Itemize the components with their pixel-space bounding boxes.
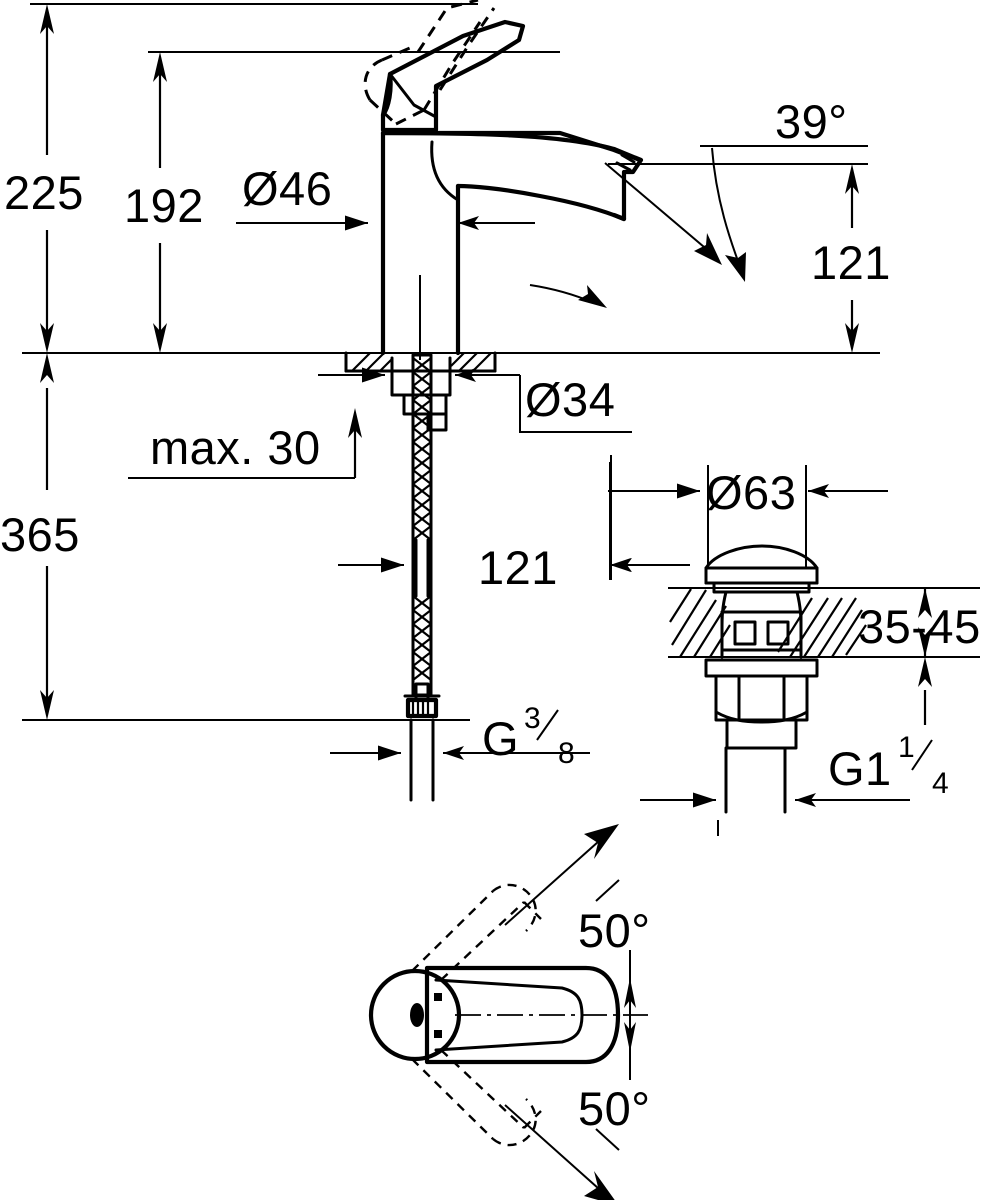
dimension-label-39-degree: 39° (775, 95, 848, 148)
dimension-label-G114-numerator: 1 (898, 731, 915, 764)
dimension-label-192: 192 (124, 179, 204, 232)
dimension-label-121-reach: 121 (478, 541, 558, 594)
dimension-label-225: 225 (4, 166, 84, 219)
dimension-225: 225 (4, 4, 84, 353)
spout-indicator-arrow (529, 284, 607, 308)
dimension-G38: G 3 8 (330, 702, 590, 770)
basin-surface-witness (609, 462, 690, 580)
dimension-label-diameter-63: Ø63 (706, 466, 796, 519)
spout-swivel-position-upper (411, 883, 542, 981)
angle-50-upper: 50° (504, 824, 651, 957)
angle-50-lower: 50° (504, 1082, 651, 1200)
dimension-label-G38-denominator: 8 (558, 737, 575, 770)
dimension-label-121-height: 121 (811, 236, 891, 289)
dimension-diameter-34: Ø34 (318, 367, 632, 433)
dimension-label-35-45: 35-45 (858, 600, 981, 653)
dimension-label-G114-letter: G1 (828, 742, 892, 795)
dimension-label-diameter-46: Ø46 (242, 162, 332, 215)
basin-section-hatch-right (777, 597, 867, 658)
dimension-G114: G1 1 4 (640, 731, 949, 808)
plan-tip-reference (624, 950, 636, 1080)
dimension-121-height: 121 (811, 164, 891, 353)
dimension-192: 192 (124, 52, 204, 353)
deck-mount-assembly (344, 351, 497, 802)
dimension-label-max-30: max. 30 (150, 421, 321, 474)
dimension-35-45: 35-45 (858, 588, 981, 657)
drain-detail-view: Ø63 (608, 462, 981, 814)
plan-swivel-view: 50° 50° (368, 824, 651, 1200)
dimension-label-G38-letter: G (482, 712, 519, 765)
elevation-reference-lines (22, 3, 880, 721)
dimension-label-G38-numerator: 3 (524, 702, 541, 735)
faucet-body-elevation (380, 130, 644, 356)
dimension-label-365: 365 (0, 508, 80, 561)
dimension-label-diameter-34: Ø34 (525, 373, 615, 426)
dimension-diameter-63: Ø63 (608, 465, 888, 567)
lever-handle-elevation (363, 0, 526, 133)
basin-section-hatch-left (669, 588, 731, 658)
dimension-label-G114-denominator: 4 (932, 767, 949, 800)
dimension-121-reach: 121 (338, 275, 678, 594)
dimension-39-degree: 39° (604, 95, 848, 282)
dimension-diameter-46: Ø46 (236, 162, 535, 231)
angle-label-50-lower: 50° (578, 1082, 651, 1135)
dimension-max-30: max. 30 (128, 408, 362, 479)
angle-label-50-upper: 50° (578, 904, 651, 957)
spout-swivel-position-lower (411, 1049, 542, 1147)
dimension-35-45-lower-arrow (918, 657, 932, 725)
dimension-365: 365 (0, 353, 80, 720)
